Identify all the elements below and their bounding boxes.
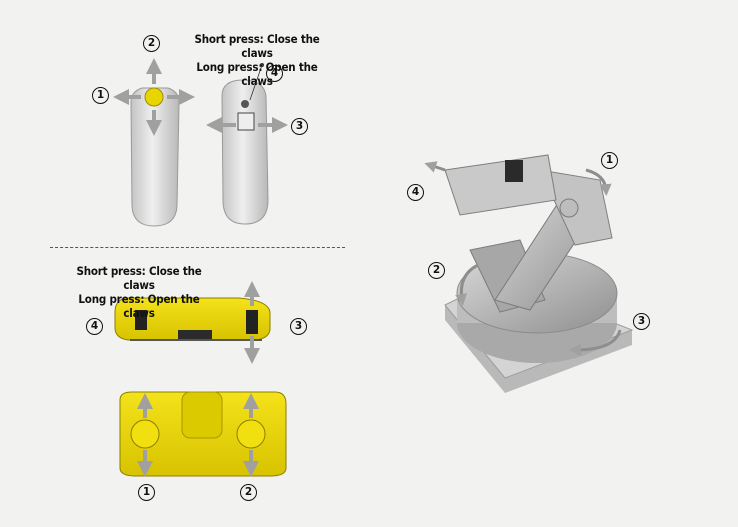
num-3-right-handle: 3 [291, 118, 308, 135]
num-1-controller: 1 [138, 484, 155, 501]
num-4-arm: 4 [407, 184, 424, 201]
mid-caption: Short press: Close the claws Long press:… [64, 264, 214, 320]
right-stick [236, 419, 266, 449]
controller-front-view [119, 391, 287, 477]
num-3-controller: 3 [290, 318, 307, 335]
right-handle [206, 63, 288, 225]
mid-caption-line2: Long press: Open the claws [78, 292, 200, 320]
robot-arm [424, 154, 634, 393]
num-1-arm: 1 [601, 152, 618, 169]
section-divider [50, 247, 345, 248]
front-view-arrows [137, 393, 259, 477]
side-switch [237, 112, 255, 131]
num-4-controller: 4 [86, 318, 103, 335]
top-caption: Short press: Close the claws Long press:… [182, 32, 332, 88]
num-2-left-handle: 2 [143, 35, 160, 52]
side-button-right [246, 310, 258, 334]
num-2-arm: 2 [428, 262, 445, 279]
top-caption-line2: Long press: Open the claws [196, 60, 318, 88]
arm-rotation-arrows [424, 161, 622, 356]
claw-button [241, 100, 249, 108]
num-1-left-handle: 1 [92, 87, 109, 104]
num-3-arm: 3 [633, 313, 650, 330]
leader-line-4 [249, 64, 263, 101]
num-2-controller: 2 [240, 484, 257, 501]
top-caption-line1: Short press: Close the claws [194, 32, 320, 60]
left-handle [113, 58, 195, 227]
num-4-right-handle: 4 [266, 65, 283, 82]
controller-side-view [114, 281, 271, 364]
mid-caption-line1: Short press: Close the claws [76, 264, 202, 292]
joystick-arrows [113, 58, 195, 136]
left-stick [130, 419, 160, 449]
joystick-knob [144, 87, 164, 107]
side-button-left [135, 310, 147, 330]
